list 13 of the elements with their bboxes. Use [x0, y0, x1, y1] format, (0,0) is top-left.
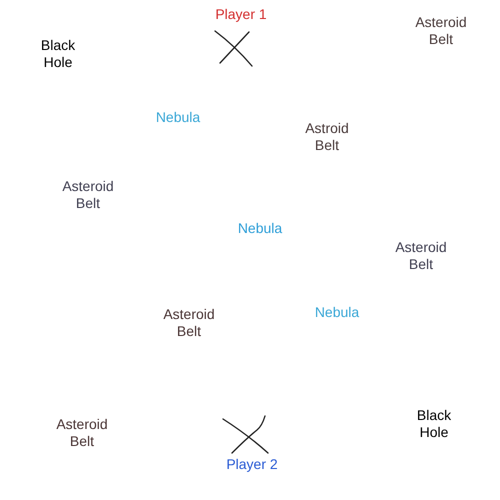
nebula-label: Nebula — [314, 304, 360, 321]
asteroid-belt-label: Asteroid Belt — [415, 14, 467, 48]
hazard-label: Black Hole — [416, 407, 452, 441]
hazard-label: Black Hole — [40, 37, 76, 71]
nebula-label: Nebula — [156, 109, 200, 126]
player-label: Player 2 — [226, 456, 278, 473]
nebula-label: Nebula — [238, 220, 282, 237]
asteroid-belt-label: Astroid Belt — [305, 120, 349, 154]
player-label: Player 1 — [215, 6, 267, 23]
asteroid-belt-label: Asteroid Belt — [62, 178, 114, 212]
asteroid-belt-label: Asteroid Belt — [56, 416, 108, 450]
asteroid-belt-label: Asteroid Belt — [163, 306, 215, 340]
asteroid-belt-label: Asteroid Belt — [395, 239, 447, 273]
